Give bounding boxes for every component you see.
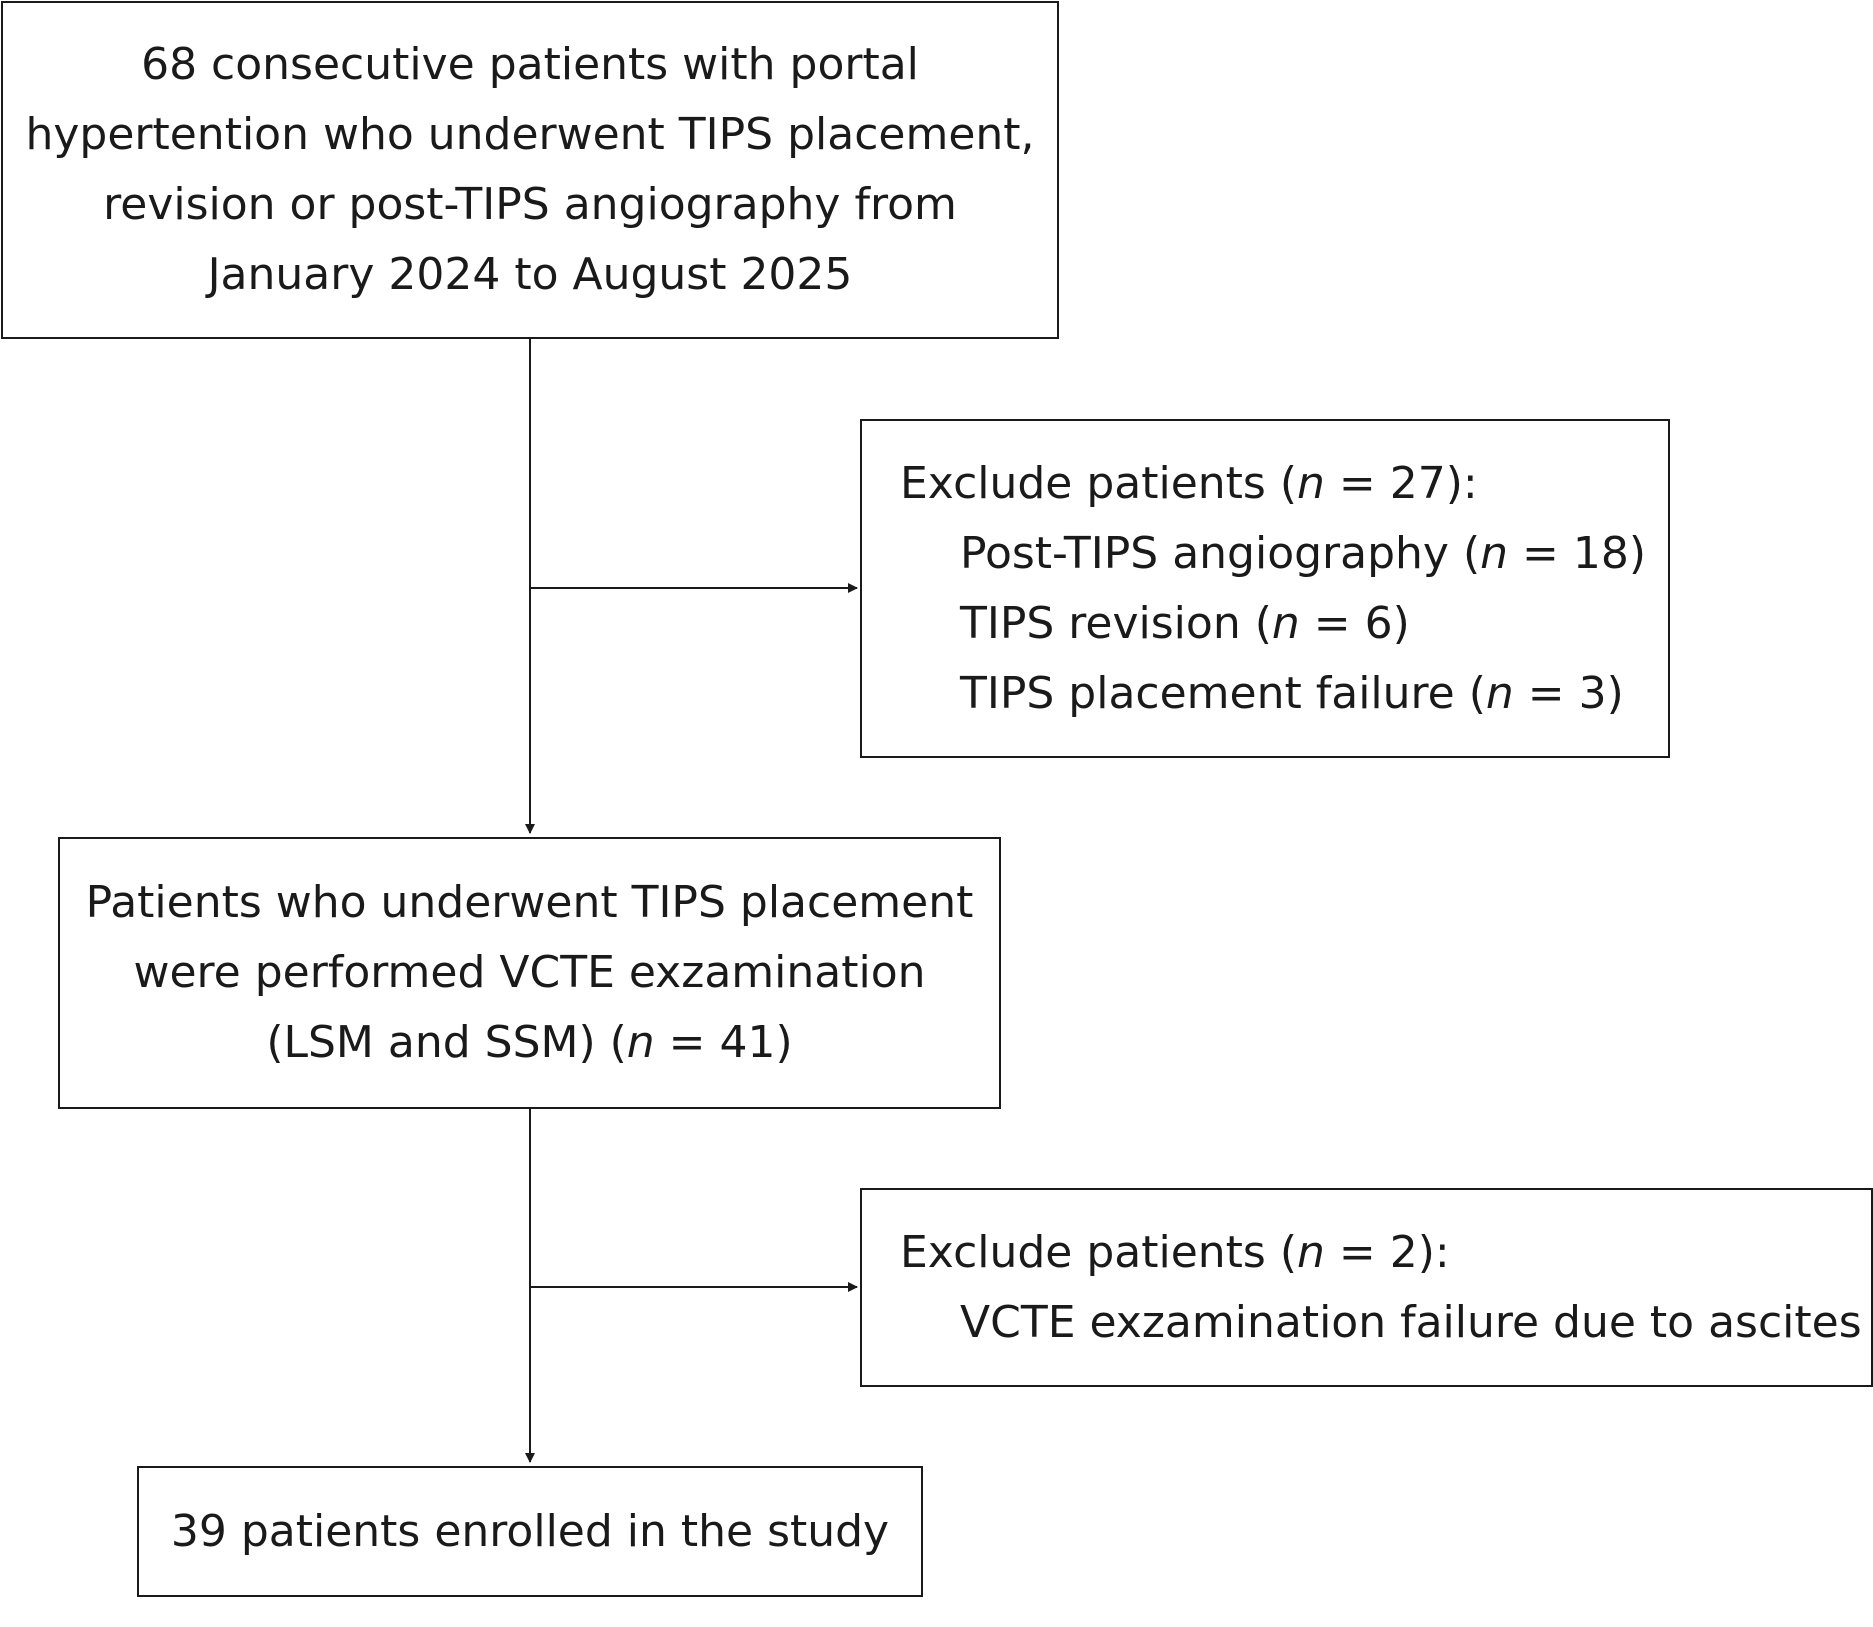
exclusion-1-item: Post-TIPS angiography (n = 18) — [960, 527, 1647, 579]
final-text: 39 patients enrolled in the study — [170, 1505, 890, 1557]
exclusion-2-item: VCTE exzamination failure due to ascites — [960, 1296, 1862, 1348]
vcte-line-1: Patients who underwent TIPS placement — [85, 877, 974, 928]
final-box: 39 patients enrolled in the study — [137, 1466, 923, 1597]
exclusion-1-item: TIPS placement failure (n = 3) — [960, 667, 1624, 719]
exclusion-box-1: Exclude patients (n = 27): Post-TIPS ang… — [860, 419, 1670, 758]
vcte-line-2: were performed VCTE exzamination — [133, 947, 926, 998]
vcte-box: Patients who underwent TIPS placement we… — [58, 837, 1001, 1109]
exclusion-1-item: TIPS revision (n = 6) — [960, 597, 1410, 649]
start-line-2: hypertention who underwent TIPS placemen… — [25, 109, 1035, 160]
start-line-4: January 2024 to August 2025 — [207, 249, 853, 300]
start-line-3: revision or post-TIPS angiography from — [103, 179, 957, 230]
start-line-1: 68 consecutive patients with portal — [141, 39, 919, 90]
exclusion-box-2: Exclude patients (n = 2): VCTE exzaminat… — [860, 1188, 1873, 1387]
exclusion-1-heading: Exclude patients (n = 27): — [900, 457, 1478, 509]
start-box: 68 consecutive patients with portal hype… — [1, 1, 1059, 339]
exclusion-2-heading: Exclude patients (n = 2): — [900, 1226, 1450, 1278]
vcte-line-3: (LSM and SSM) (n = 41) — [266, 1017, 793, 1068]
